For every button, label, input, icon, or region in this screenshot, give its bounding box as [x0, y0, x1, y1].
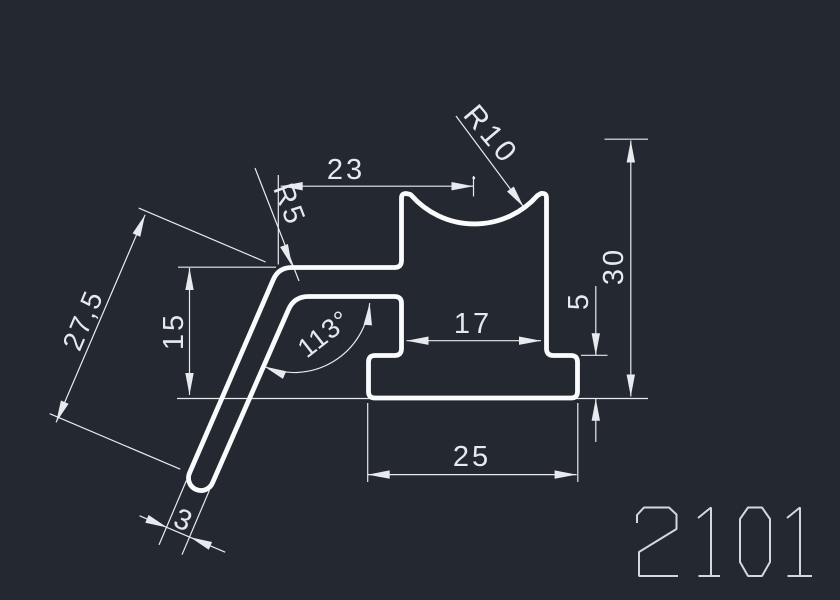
svg-text:25: 25	[453, 441, 491, 473]
svg-text:5: 5	[563, 291, 595, 310]
svg-text:15: 15	[158, 312, 190, 350]
svg-text:17: 17	[454, 308, 492, 340]
svg-text:23: 23	[327, 154, 365, 186]
svg-text:30: 30	[598, 247, 630, 285]
